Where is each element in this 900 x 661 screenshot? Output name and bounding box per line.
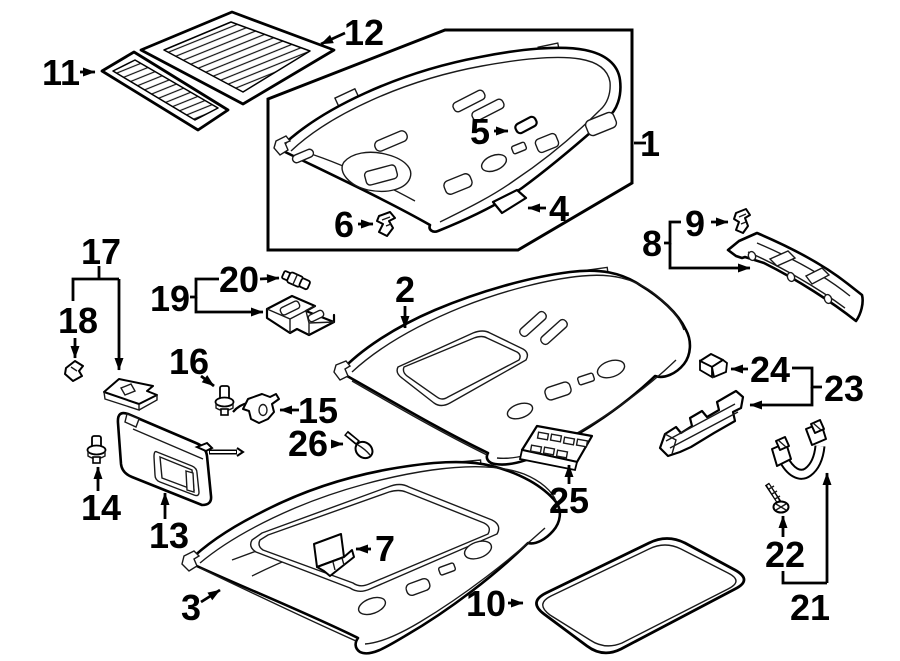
part-label-12: 12 bbox=[344, 12, 384, 53]
part-label-22: 22 bbox=[765, 534, 805, 575]
rear-trim-8-drawing bbox=[726, 231, 864, 323]
part-label-2: 2 bbox=[395, 269, 415, 310]
sunroof-seal-10-drawing bbox=[535, 537, 746, 655]
part-label-11: 11 bbox=[42, 52, 80, 93]
part-label-7: 7 bbox=[375, 528, 395, 569]
clip-18-drawing bbox=[64, 360, 84, 382]
sunshade-panel-11-drawing bbox=[100, 50, 230, 132]
part-label-14: 14 bbox=[81, 487, 121, 528]
part-label-16: 16 bbox=[169, 341, 209, 382]
part-label-13: 13 bbox=[149, 515, 189, 556]
screw-22-drawing bbox=[764, 482, 790, 514]
part-label-9: 9 bbox=[685, 203, 705, 244]
leader-lines bbox=[70, 31, 832, 608]
part-label-6: 6 bbox=[334, 204, 354, 245]
part-label-8: 8 bbox=[642, 223, 662, 264]
lamp-housing-19-drawing bbox=[265, 294, 336, 337]
rail-23-drawing bbox=[658, 389, 745, 458]
clip-15-drawing bbox=[232, 393, 280, 424]
rear-headliner-3-drawing bbox=[181, 459, 562, 655]
clip-6-drawing bbox=[376, 211, 396, 237]
part-label-20: 20 bbox=[219, 259, 259, 300]
front-headliner-1-drawing bbox=[273, 42, 622, 233]
part-label-5: 5 bbox=[470, 111, 490, 152]
visor-mount-bracket-17-drawing bbox=[103, 378, 158, 411]
part-label-24: 24 bbox=[750, 349, 790, 390]
bulb-20-drawing bbox=[281, 270, 311, 291]
trim-plate-4-drawing bbox=[491, 188, 528, 215]
sun-visor-13-drawing bbox=[116, 411, 245, 507]
part-label-15: 15 bbox=[298, 390, 338, 431]
part-label-21: 21 bbox=[790, 587, 830, 628]
middle-headliner-2-drawing bbox=[333, 266, 692, 466]
screw-26-drawing bbox=[344, 430, 374, 460]
part-label-17: 17 bbox=[81, 231, 121, 272]
part-label-25: 25 bbox=[549, 480, 589, 521]
sunshade-panel-12-drawing bbox=[139, 10, 336, 106]
clip-24-drawing bbox=[699, 353, 728, 379]
part-label-18: 18 bbox=[58, 300, 98, 341]
screw-14-drawing bbox=[86, 435, 107, 464]
clip-7-drawing bbox=[313, 533, 355, 577]
part-label-26: 26 bbox=[288, 423, 328, 464]
trim-cap-5-drawing bbox=[514, 115, 538, 135]
part-label-19: 19 bbox=[150, 278, 190, 319]
part-label-4: 4 bbox=[549, 188, 569, 229]
grab-handle-21-drawing bbox=[771, 419, 827, 480]
part-labels: 1 2 3 4 5 6 7 8 9 10 11 12 13 14 15 16 1… bbox=[42, 12, 864, 628]
screw-16-drawing bbox=[214, 385, 235, 416]
bracket-25-drawing bbox=[518, 424, 594, 472]
part-label-1: 1 bbox=[640, 123, 660, 164]
part-label-23: 23 bbox=[824, 368, 864, 409]
part-label-3: 3 bbox=[181, 587, 201, 628]
clip-9-drawing bbox=[733, 208, 751, 234]
part-label-10: 10 bbox=[466, 583, 506, 624]
